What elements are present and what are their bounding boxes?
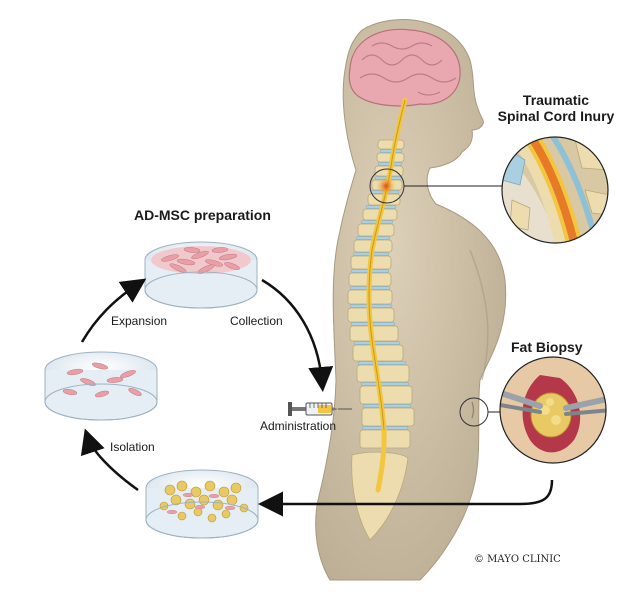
injury-inset — [501, 136, 609, 244]
arrow-biopsy-to-dish — [258, 479, 554, 517]
injury-site — [376, 176, 396, 196]
dish-expansion — [44, 351, 158, 421]
navel — [471, 401, 475, 419]
copyright-notice: © MAYO CLINIC — [474, 554, 561, 565]
brain — [348, 28, 461, 107]
isolation-label: Isolation — [110, 440, 155, 454]
injury-title: Traumatic Spinal Cord Inury — [490, 92, 622, 124]
expansion-label: Expansion — [111, 314, 168, 328]
arm-shadow — [469, 249, 489, 381]
arrow-isolation — [80, 428, 139, 492]
administration-label: Administration — [260, 419, 337, 433]
biopsy-inset — [499, 356, 607, 464]
biopsy-title: Fat Biopsy — [511, 339, 583, 355]
injury-title-line1: Traumatic — [522, 92, 590, 108]
syringe-icon — [288, 402, 352, 416]
injury-title-line2: Spinal Cord Inury — [497, 108, 615, 124]
arrow-collection — [261, 278, 334, 392]
dish-preparation — [144, 241, 258, 309]
human-figure — [315, 19, 507, 581]
preparation-title: AD-MSC preparation — [134, 207, 271, 223]
arrow-expansion — [80, 278, 147, 343]
collection-label: Collection — [230, 314, 283, 328]
dish-isolation — [145, 469, 259, 539]
